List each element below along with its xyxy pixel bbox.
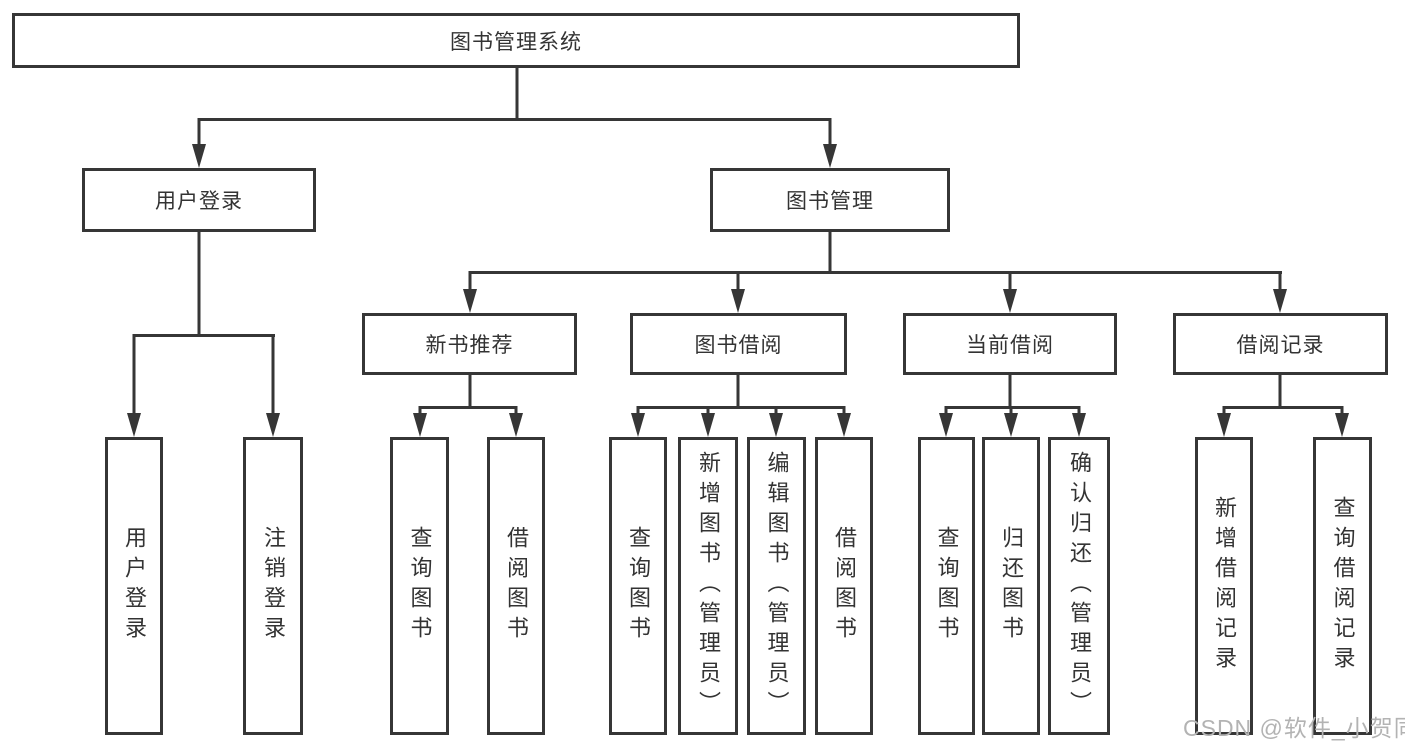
arrow-down-cb-query xyxy=(939,413,953,437)
connector-current-borrow-rail xyxy=(945,406,1080,409)
connector-book-borrow-rail xyxy=(637,406,845,409)
arrow-down-br-add xyxy=(1217,413,1231,437)
node-leaf-cb-query-books: 查询图书 xyxy=(918,437,975,735)
arrow-down-bb-add xyxy=(701,413,715,437)
connector-root-stub xyxy=(515,68,519,120)
node-leaf-logout: 注销登录 xyxy=(243,437,303,735)
node-leaf-bb-add-books-admin: 新增图书（管理员） xyxy=(678,437,738,735)
arrow-down-br-query xyxy=(1335,413,1349,437)
connector-drop-current-borrow xyxy=(1008,271,1012,293)
node-leaf-bb-edit-books-admin: 编辑图书（管理员） xyxy=(747,437,806,735)
connector-drop-book-borrow xyxy=(736,271,740,293)
node-leaf-nb-borrow-books: 借阅图书 xyxy=(487,437,545,735)
connector-level2-rail xyxy=(198,118,831,121)
connector-drop-br-add xyxy=(1222,406,1226,416)
connector-drop-bb-query xyxy=(636,406,640,416)
node-new-book-recommend: 新书推荐 xyxy=(362,313,577,375)
arrow-down-bb-edit xyxy=(769,413,783,437)
connector-book-borrow-stub xyxy=(736,375,740,409)
arrow-down-cb-return xyxy=(1004,413,1018,437)
connector-drop-br-query xyxy=(1340,406,1344,416)
node-leaf-nb-query-books: 查询图书 xyxy=(390,437,449,735)
watermark: CSDN @软件_小贺同学 xyxy=(1183,715,1405,741)
connector-drop-new-book xyxy=(468,271,472,293)
arrow-down-nb-query xyxy=(413,413,427,437)
connector-drop-cb-confirm xyxy=(1077,406,1081,416)
connector-book-management-stub xyxy=(828,232,832,274)
arrow-down-bb-query xyxy=(631,413,645,437)
node-leaf-br-query-record: 查询借阅记录 xyxy=(1313,437,1372,735)
node-book-borrow: 图书借阅 xyxy=(630,313,847,375)
connector-user-login-rail xyxy=(133,334,275,337)
connector-drop-login-leaf xyxy=(132,334,136,416)
arrow-down-bb-borrow xyxy=(837,413,851,437)
node-borrow-records: 借阅记录 xyxy=(1173,313,1388,375)
connector-level3-rail xyxy=(469,271,1282,274)
connector-drop-cb-return xyxy=(1009,406,1013,416)
connector-borrow-records-stub xyxy=(1278,375,1282,409)
node-leaf-cb-return-books: 归还图书 xyxy=(982,437,1040,735)
arrow-down-new-book xyxy=(463,289,477,313)
connector-drop-cb-query xyxy=(944,406,948,416)
connector-borrow-records-rail xyxy=(1223,406,1343,409)
node-leaf-br-add-record: 新增借阅记录 xyxy=(1195,437,1253,735)
connector-drop-logout-leaf xyxy=(271,334,275,416)
node-leaf-cb-confirm-return-admin: 确认归还（管理员） xyxy=(1048,437,1110,735)
arrow-down-current-borrow xyxy=(1003,289,1017,313)
connector-drop-bb-edit xyxy=(774,406,778,416)
connector-drop-book-management xyxy=(828,118,832,148)
connector-current-borrow-stub xyxy=(1008,375,1012,409)
node-user-login: 用户登录 xyxy=(82,168,316,232)
arrow-down-book-management xyxy=(823,144,837,168)
arrow-down-logout-leaf xyxy=(266,413,280,437)
connector-drop-bb-borrow xyxy=(842,406,846,416)
arrow-down-nb-borrow xyxy=(509,413,523,437)
arrow-down-book-borrow xyxy=(731,289,745,313)
connector-drop-borrow-records xyxy=(1278,271,1282,293)
arrow-down-login-leaf xyxy=(127,413,141,437)
node-leaf-user-login: 用户登录 xyxy=(105,437,163,735)
connector-user-login-stub xyxy=(197,232,201,337)
connector-new-book-rail xyxy=(419,406,517,409)
connector-drop-nb-query xyxy=(418,406,422,416)
node-leaf-bb-borrow-books: 借阅图书 xyxy=(815,437,873,735)
arrow-down-cb-confirm xyxy=(1072,413,1086,437)
node-current-borrow: 当前借阅 xyxy=(903,313,1117,375)
arrow-down-user-login xyxy=(192,144,206,168)
node-library-system: 图书管理系统 xyxy=(12,13,1020,68)
arrow-down-borrow-records xyxy=(1273,289,1287,313)
connector-drop-nb-borrow xyxy=(514,406,518,416)
connector-drop-bb-add xyxy=(706,406,710,416)
node-leaf-bb-query-books: 查询图书 xyxy=(609,437,667,735)
node-book-management: 图书管理 xyxy=(710,168,950,232)
connector-drop-user-login xyxy=(197,118,201,148)
connector-new-book-stub xyxy=(468,375,472,409)
